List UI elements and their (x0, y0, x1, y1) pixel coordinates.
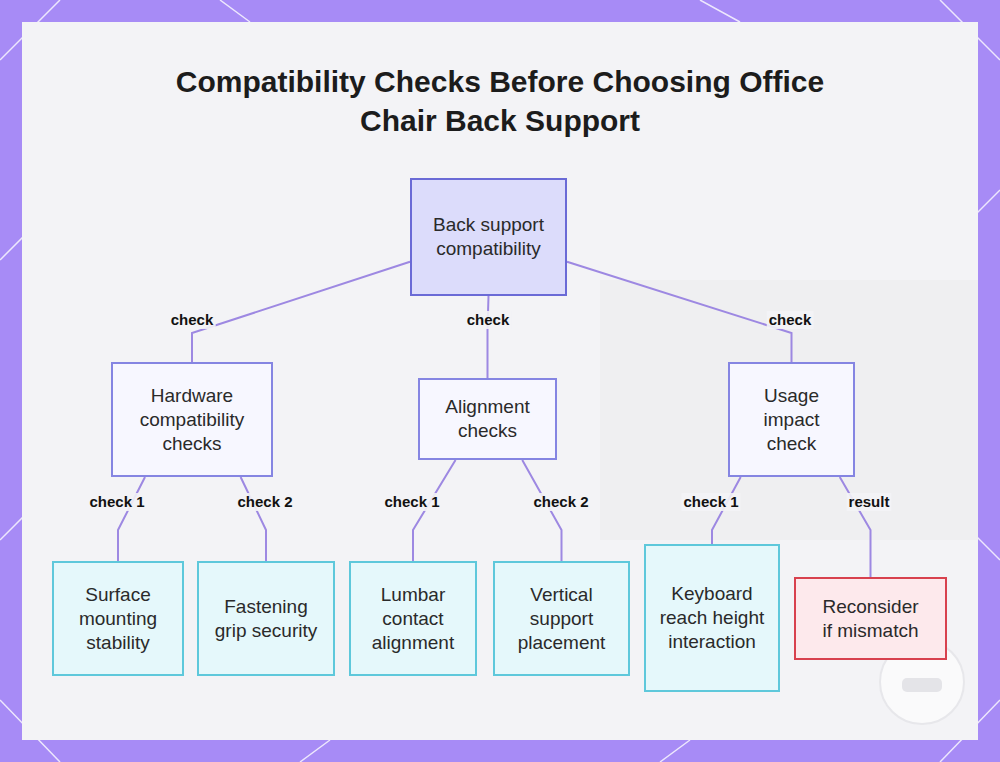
edge-label: check 2 (531, 493, 590, 511)
connector-line (118, 477, 145, 561)
connector-line (567, 262, 792, 362)
content-panel (22, 22, 978, 740)
node-label: Lumbar contact alignment (361, 583, 466, 655)
node-label: Reconsider if mismatch (816, 595, 926, 643)
edge-label: result (847, 493, 892, 511)
node-label: Usage impact check (747, 384, 837, 456)
check-box: Fastening grip security (197, 561, 335, 676)
diagram-title: Compatibility Checks Before Choosing Off… (170, 62, 830, 140)
node-label: Keyboard reach height interaction (660, 582, 765, 654)
check-box: Keyboard reach height interaction (644, 544, 780, 692)
connector-line (488, 296, 489, 378)
edge-label: check (767, 311, 814, 329)
connector-line (192, 262, 410, 362)
node-label: Alignment checks (433, 395, 543, 443)
edge-label: check 1 (681, 493, 740, 511)
connector-line (241, 477, 266, 561)
node-label: Fastening grip security (214, 595, 319, 643)
check-box: Vertical support placement (493, 561, 630, 676)
logo-mark-shape (902, 678, 942, 692)
connector-line (840, 477, 871, 577)
node-label: Vertical support placement (507, 583, 617, 655)
node-label: Surface mounting stability (66, 583, 171, 655)
node-label: Back support compatibility (430, 213, 548, 261)
edge-label: check (465, 311, 512, 329)
edge-label: check 1 (87, 493, 146, 511)
category-box: Alignment checks (418, 378, 557, 460)
blurred-backdrop (600, 280, 978, 540)
check-box: Lumbar contact alignment (349, 561, 477, 676)
root-box: Back support compatibility (410, 178, 567, 296)
category-box: Hardware compatibility checks (111, 362, 273, 477)
check-box: Surface mounting stability (52, 561, 184, 676)
edge-label: check (169, 311, 216, 329)
edge-label: check 1 (382, 493, 441, 511)
node-label: Hardware compatibility checks (122, 384, 262, 456)
edge-label: check 2 (235, 493, 294, 511)
result-box: Reconsider if mismatch (794, 577, 947, 660)
category-box: Usage impact check (728, 362, 855, 477)
